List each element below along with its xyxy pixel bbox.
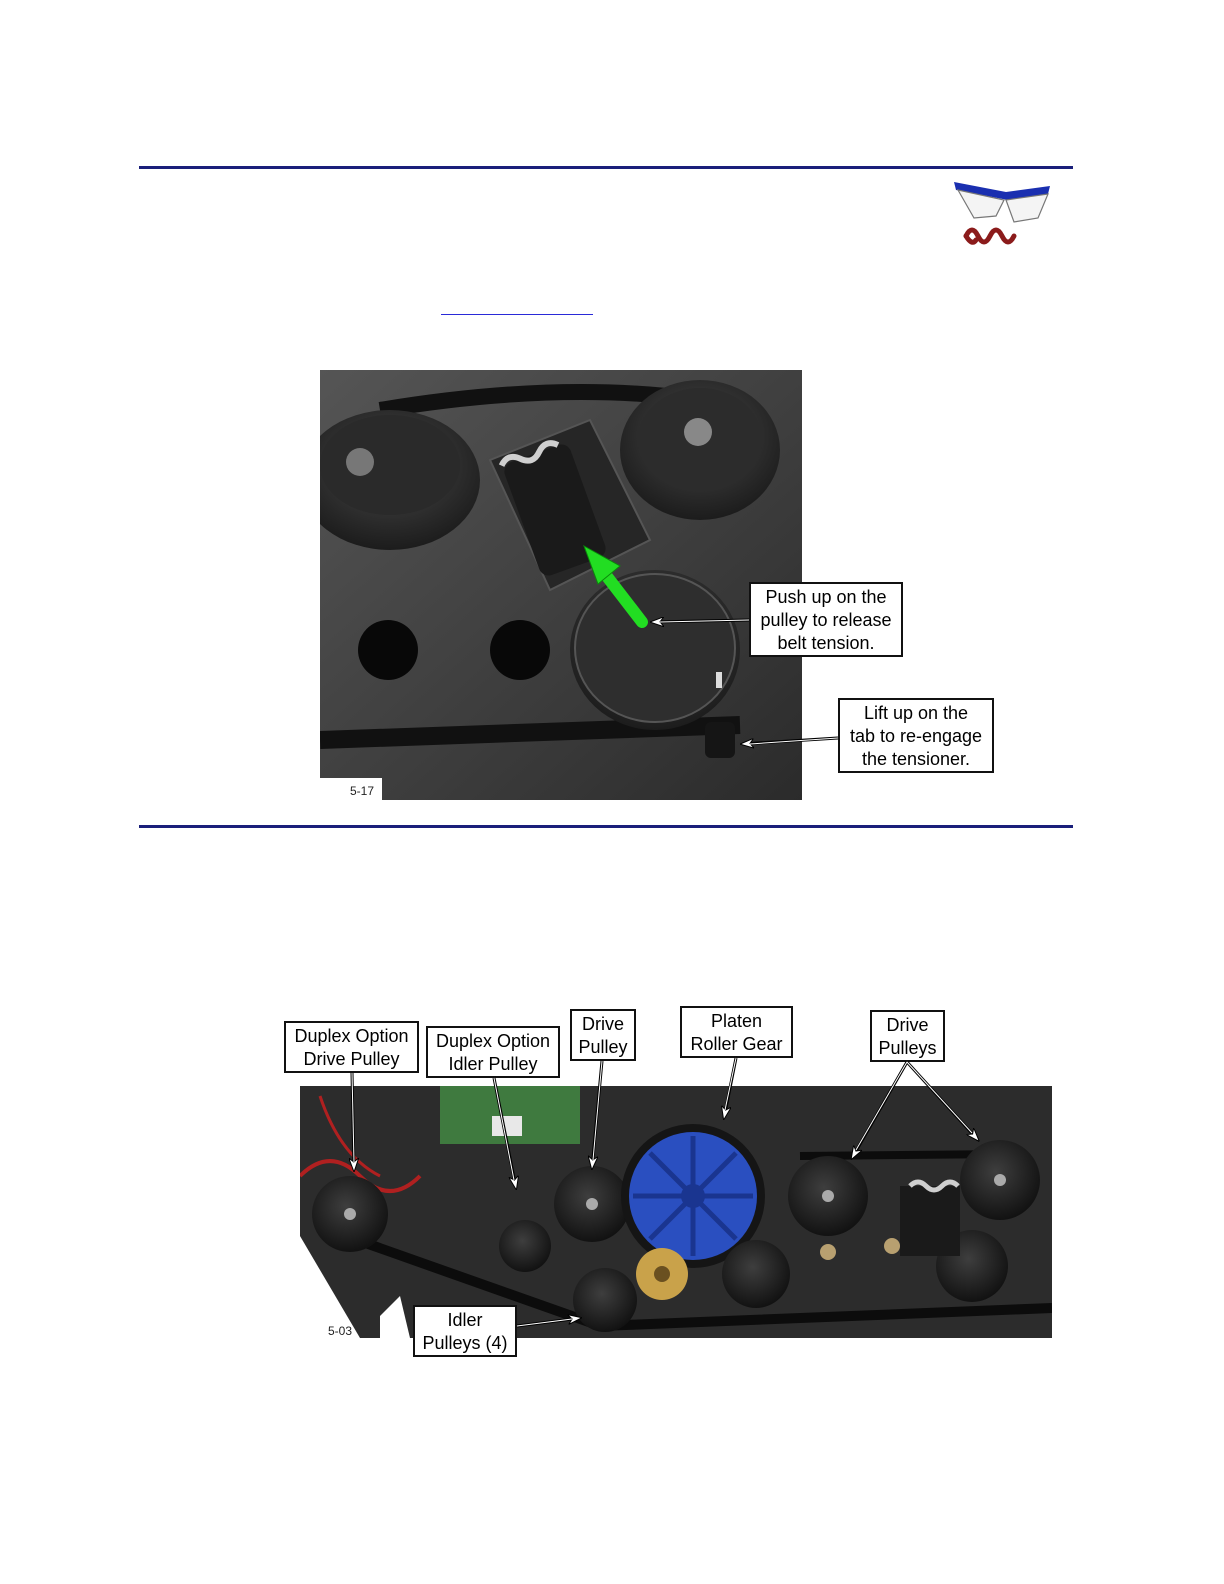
figure-5-03-label: 5-03 (328, 1324, 352, 1338)
callout-lift-tab: Lift up on the tab to re-engage the tens… (838, 698, 994, 773)
callout-drive-pulley: Drive Pulley (570, 1009, 636, 1061)
link-underline[interactable] (441, 314, 593, 315)
figure-5-17-label: 5-17 (350, 784, 374, 798)
figure-5-03-photo (300, 1086, 1052, 1338)
callout-drive-pulleys: Drive Pulleys (870, 1010, 945, 1062)
callout-duplex-drive-pulley: Duplex Option Drive Pulley (284, 1021, 419, 1073)
bottom-divider (139, 825, 1073, 828)
callout-duplex-idler-pulley: Duplex Option Idler Pulley (426, 1026, 560, 1078)
callout-platen-roller-gear: Platen Roller Gear (680, 1006, 793, 1058)
figure-5-17-photo (320, 370, 802, 800)
callout-idler-pulleys: Idler Pulleys (4) (413, 1305, 517, 1357)
top-divider (139, 166, 1073, 169)
callout-push-up-pulley: Push up on the pulley to release belt te… (749, 582, 903, 657)
safety-glasses-icon (948, 172, 1054, 252)
